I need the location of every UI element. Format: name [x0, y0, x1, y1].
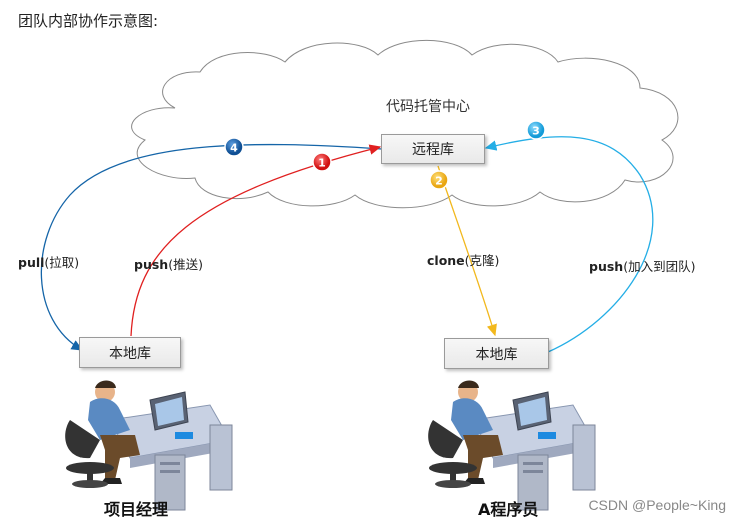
- project-manager-name: 项目经理: [104, 500, 169, 519]
- badge-2-number: 2: [435, 175, 443, 188]
- edge-push-dev-desc: (加入到团队): [623, 259, 696, 274]
- edge-push-dev-label: push(加入到团队): [589, 256, 695, 275]
- edge-push-dev-line: [484, 136, 654, 353]
- edge-pull-desc: (拉取): [44, 255, 80, 270]
- edge-push-pm-line: [130, 144, 382, 337]
- remote-repo-label: 远程库: [412, 142, 454, 158]
- diagram-title: 团队内部协作示意图:: [18, 12, 159, 30]
- local-repo-right-node: 本地库: [444, 338, 549, 369]
- badge-1: 1: [312, 152, 332, 172]
- edge-clone-label: clone(克隆): [427, 250, 499, 269]
- edge-clone-line: [437, 165, 497, 337]
- cloud-label: 代码托管中心: [386, 99, 470, 115]
- edge-pull-label: pull(拉取): [18, 252, 79, 271]
- local-repo-left-label: 本地库: [109, 345, 151, 362]
- edge-push-pm-desc: (推送): [168, 257, 203, 272]
- badge-3-number: 3: [532, 125, 540, 138]
- project-manager-illustration: [65, 380, 233, 511]
- edge-pull-line: [40, 143, 383, 351]
- local-repo-right-label: 本地库: [475, 346, 518, 363]
- edge-clone-desc: (克隆): [464, 253, 500, 268]
- edge-pull-cmd: pull: [18, 255, 45, 270]
- edge-push-pm-label: push(推送): [134, 254, 203, 273]
- edge-clone-cmd: clone: [427, 253, 465, 268]
- developer-name: A程序员: [478, 500, 539, 519]
- watermark: CSDN @People~King: [588, 497, 726, 513]
- developer-illustration: [428, 380, 596, 511]
- badge-3: 3: [526, 120, 546, 140]
- badge-2: 2: [429, 170, 449, 190]
- remote-repo-node: 远程库: [381, 134, 485, 164]
- cloud-shape: [131, 39, 679, 209]
- badge-4-number: 4: [230, 142, 238, 155]
- badge-1-number: 1: [318, 157, 326, 170]
- edge-push-dev-cmd: push: [589, 259, 624, 274]
- edge-push-pm-cmd: push: [134, 257, 169, 272]
- badge-4: 4: [224, 137, 244, 157]
- local-repo-left-node: 本地库: [79, 337, 181, 368]
